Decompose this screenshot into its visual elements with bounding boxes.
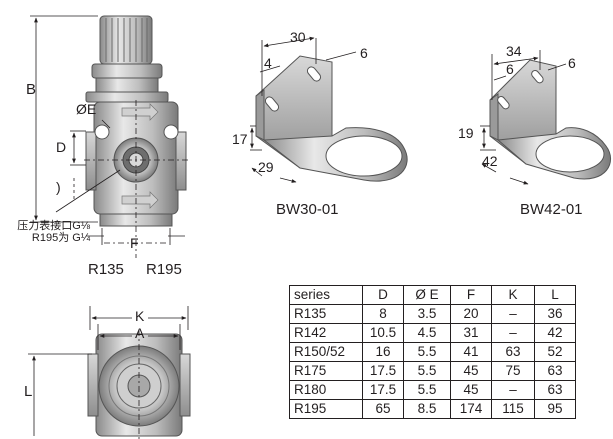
- gauge-port-note: 压力表接口G⅛ R195为 G¼: [4, 220, 90, 244]
- table-cell: 5.5: [403, 380, 451, 400]
- table-cell: 5.5: [403, 342, 451, 362]
- model-label-r195: R195: [146, 261, 182, 278]
- table-row: R195 65 8.5 174 115 95: [289, 399, 576, 419]
- table-cell: 75: [491, 361, 535, 381]
- table-cell: 31: [450, 323, 492, 343]
- table-cell: 45: [450, 380, 492, 400]
- bw42-dim-6a: 6: [506, 61, 514, 77]
- bottom-dimension-lines: [28, 306, 189, 439]
- table-header-cell: D: [362, 285, 404, 305]
- dim-label-k: K: [135, 308, 145, 324]
- dim-label-paren: ): [56, 179, 61, 195]
- table-header-cell: Ø E: [403, 285, 451, 305]
- table-header-cell: F: [450, 285, 492, 305]
- table-cell: 41: [450, 342, 492, 362]
- table-header-cell: series: [289, 285, 363, 305]
- table-cell: 42: [534, 323, 576, 343]
- bw42-dim-19: 19: [458, 125, 474, 141]
- table-cell: 63: [534, 380, 576, 400]
- bw42-dim-34: 34: [506, 43, 522, 59]
- table-row: R180 17.5 5.5 45 – 63: [289, 380, 576, 400]
- table-row: R150/52 16 5.5 41 63 52: [289, 342, 576, 362]
- table-cell: 45: [450, 361, 492, 381]
- table-cell: 36: [534, 304, 576, 324]
- table-cell: R135: [289, 304, 363, 324]
- bw30-dim-4: 4: [264, 55, 272, 71]
- table-row: R135 8 3.5 20 – 36: [289, 304, 576, 324]
- table-cell: 5.5: [403, 361, 451, 381]
- table-cell: –: [491, 304, 535, 324]
- bw30-dim-30: 30: [290, 29, 306, 45]
- bw42-dim-42: 42: [482, 153, 498, 169]
- table-cell: R180: [289, 380, 363, 400]
- table-header-cell: K: [491, 285, 535, 305]
- bw30-caption: BW30-01: [276, 201, 339, 218]
- table-cell: 63: [491, 342, 535, 362]
- table-cell: 8.5: [403, 399, 451, 419]
- table-cell: R142: [289, 323, 363, 343]
- table-header-row: series D Ø E F K L: [289, 285, 576, 305]
- bw42-dim-6b: 6: [568, 55, 576, 71]
- table-cell: R195: [289, 399, 363, 419]
- table-cell: R150/52: [289, 342, 363, 362]
- table-row: R142 10.5 4.5 31 – 42: [289, 323, 576, 343]
- dim-label-f: F: [130, 235, 139, 251]
- bw30-dim-29: 29: [258, 159, 274, 175]
- bw30-dim-6: 6: [360, 45, 368, 61]
- table-cell: 17.5: [362, 380, 404, 400]
- bracket-bw42-drawing: [489, 59, 611, 180]
- regulator-bottom-view: [87, 333, 191, 437]
- front-dimension-lines: [30, 15, 190, 258]
- table-cell: 115: [491, 399, 535, 419]
- table-cell: 95: [534, 399, 576, 419]
- dim-label-l: L: [24, 383, 33, 400]
- table-row: R175 17.5 5.5 45 75 63: [289, 361, 576, 381]
- dim-label-d: D: [56, 139, 67, 155]
- bracket-bw30-drawing: [255, 55, 408, 182]
- table-cell: –: [491, 323, 535, 343]
- gauge-port-note-line2: R195为 G¼: [31, 232, 90, 244]
- gauge-port-note-line1: 压力表接口G⅛: [17, 220, 90, 232]
- bw42-dimension-lines: [480, 50, 567, 185]
- dim-label-b: B: [26, 81, 37, 98]
- dim-label-a: A: [135, 325, 145, 341]
- table-cell: 3.5: [403, 304, 451, 324]
- table-cell: –: [491, 380, 535, 400]
- table-cell: 65: [362, 399, 404, 419]
- table-header-cell: L: [534, 285, 576, 305]
- table-cell: 16: [362, 342, 404, 362]
- bw30-dim-17: 17: [232, 131, 248, 147]
- bw30-dimension-lines: [250, 36, 357, 183]
- table-cell: 20: [450, 304, 492, 324]
- spec-table: series D Ø E F K L R135 8 3.5 20 – 36 R1…: [289, 285, 576, 419]
- table-cell: 174: [450, 399, 492, 419]
- table-cell: 4.5: [403, 323, 451, 343]
- table-cell: 52: [534, 342, 576, 362]
- table-cell: 17.5: [362, 361, 404, 381]
- dim-label-phi-e: ØE: [76, 101, 97, 117]
- table-cell: R175: [289, 361, 363, 381]
- table-cell: 10.5: [362, 323, 404, 343]
- bw42-caption: BW42-01: [520, 201, 583, 218]
- table-cell: 8: [362, 304, 404, 324]
- model-label-r135: R135: [88, 261, 124, 278]
- table-cell: 63: [534, 361, 576, 381]
